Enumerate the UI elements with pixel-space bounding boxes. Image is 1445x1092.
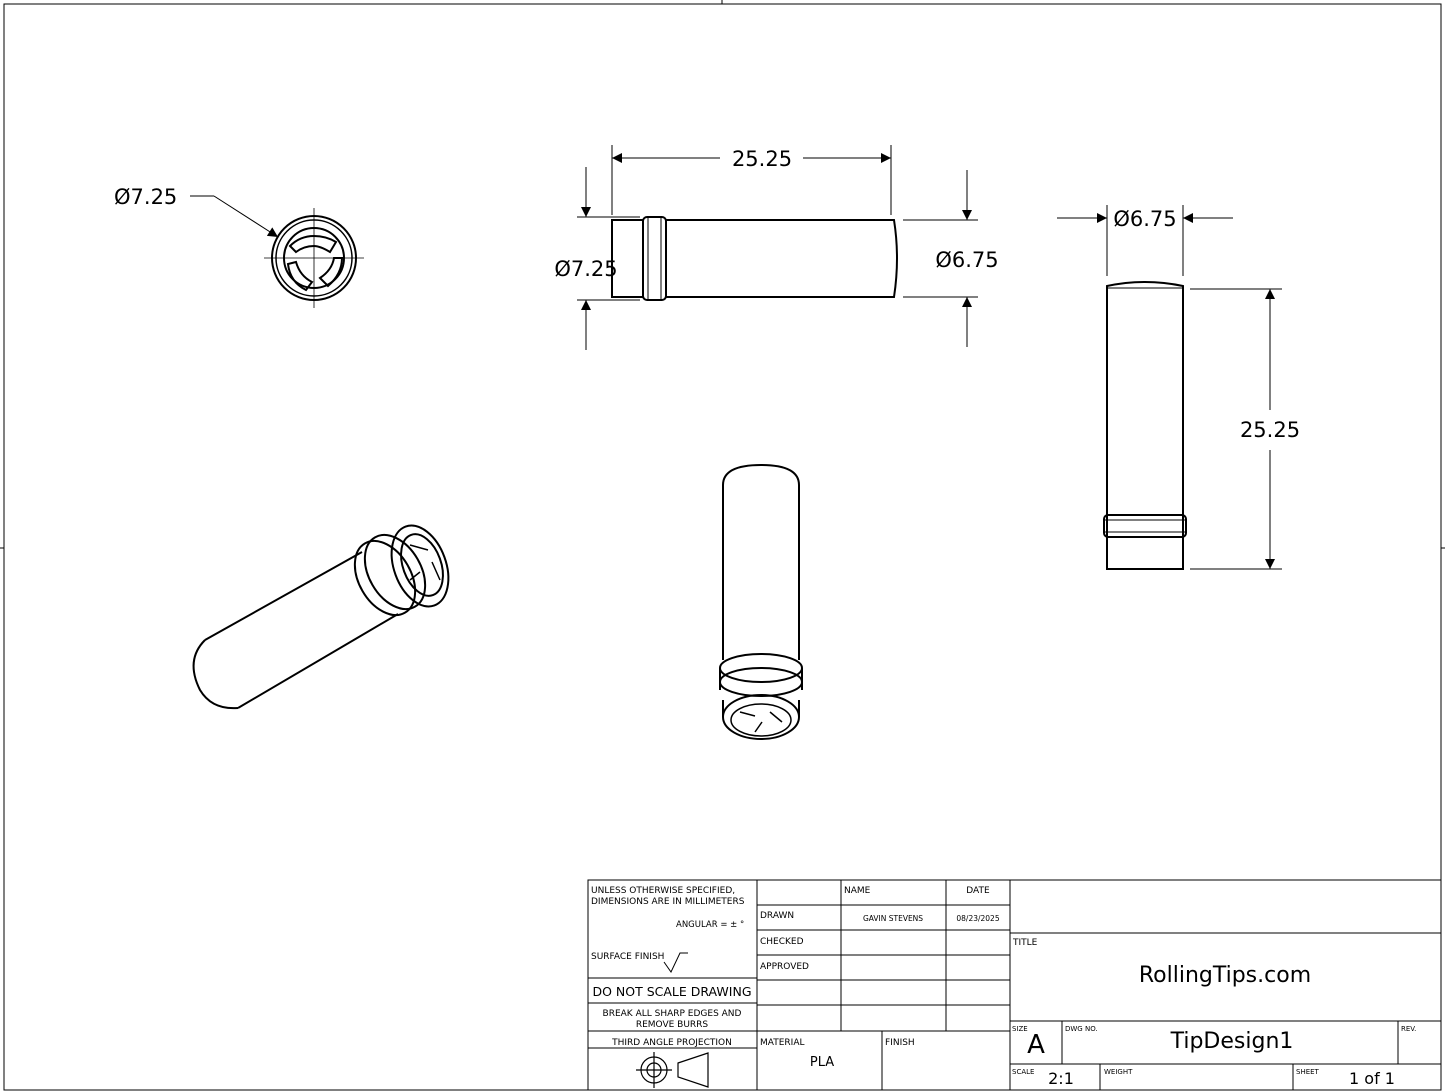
- title-block-grid: [587, 879, 1442, 1091]
- sheet-value: 1 of 1: [1349, 1069, 1395, 1088]
- weight-label: WEIGHT: [1104, 1068, 1133, 1076]
- dim-end-diameter: Ø7.25: [114, 185, 177, 209]
- drawn-date: 08/23/2025: [956, 914, 999, 923]
- dwg-no-value: TipDesign1: [1170, 1029, 1294, 1054]
- drawing-title: RollingTips.com: [1139, 963, 1311, 988]
- end-view: Ø7.25: [114, 185, 364, 308]
- sheet-label: SHEET: [1296, 1068, 1320, 1076]
- title-label: TITLE: [1012, 938, 1038, 948]
- dim-side-right-diameter: Ø6.75: [935, 248, 998, 272]
- note-projection: THIRD ANGLE PROJECTION: [611, 1038, 732, 1048]
- surface-finish-symbol: [663, 952, 688, 973]
- note-do-not-scale: DO NOT SCALE DRAWING: [592, 984, 751, 999]
- dim-side-left-diameter: Ø7.25: [554, 257, 617, 281]
- dim-top-length: 25.25: [1240, 418, 1300, 442]
- material-value: PLA: [810, 1055, 834, 1070]
- dim-top-diameter: Ø6.75: [1113, 207, 1176, 231]
- side-view: 25.25 Ø7.25 Ø6.75: [554, 145, 999, 350]
- size-value: A: [1027, 1030, 1045, 1060]
- isometric-view-left: [192, 524, 450, 710]
- approved-label: APPROVED: [760, 962, 809, 972]
- isometric-view-center: [719, 463, 803, 740]
- note-break-edges-1: BREAK ALL SHARP EDGES AND: [603, 1009, 742, 1019]
- size-label: SIZE: [1012, 1025, 1028, 1033]
- note-unless: UNLESS OTHERWISE SPECIFIED,: [591, 886, 735, 896]
- drawn-label: DRAWN: [760, 911, 794, 921]
- top-view: Ø6.75 25.25: [1057, 205, 1300, 570]
- date-header: DATE: [966, 886, 990, 896]
- note-break-edges-2: REMOVE BURRS: [636, 1020, 709, 1030]
- checked-label: CHECKED: [760, 937, 804, 947]
- note-dimensions: DIMENSIONS ARE IN MILLIMETERS: [591, 897, 745, 907]
- finish-label: FINISH: [885, 1038, 915, 1048]
- note-surface-finish: SURFACE FINISH: [591, 952, 664, 962]
- name-header: NAME: [844, 886, 871, 896]
- note-angular: ANGULAR = ± °: [676, 920, 744, 930]
- scale-label: SCALE: [1012, 1068, 1034, 1076]
- material-label: MATERIAL: [760, 1038, 805, 1048]
- dim-side-length: 25.25: [732, 147, 792, 171]
- drawn-name: GAVIN STEVENS: [863, 914, 923, 923]
- dwg-no-label: DWG NO.: [1065, 1025, 1098, 1033]
- third-angle-projection-icon: [636, 1052, 709, 1088]
- rev-label: REV.: [1401, 1025, 1416, 1033]
- scale-value: 2:1: [1048, 1069, 1074, 1088]
- zone-ticks: [0, 0, 1445, 549]
